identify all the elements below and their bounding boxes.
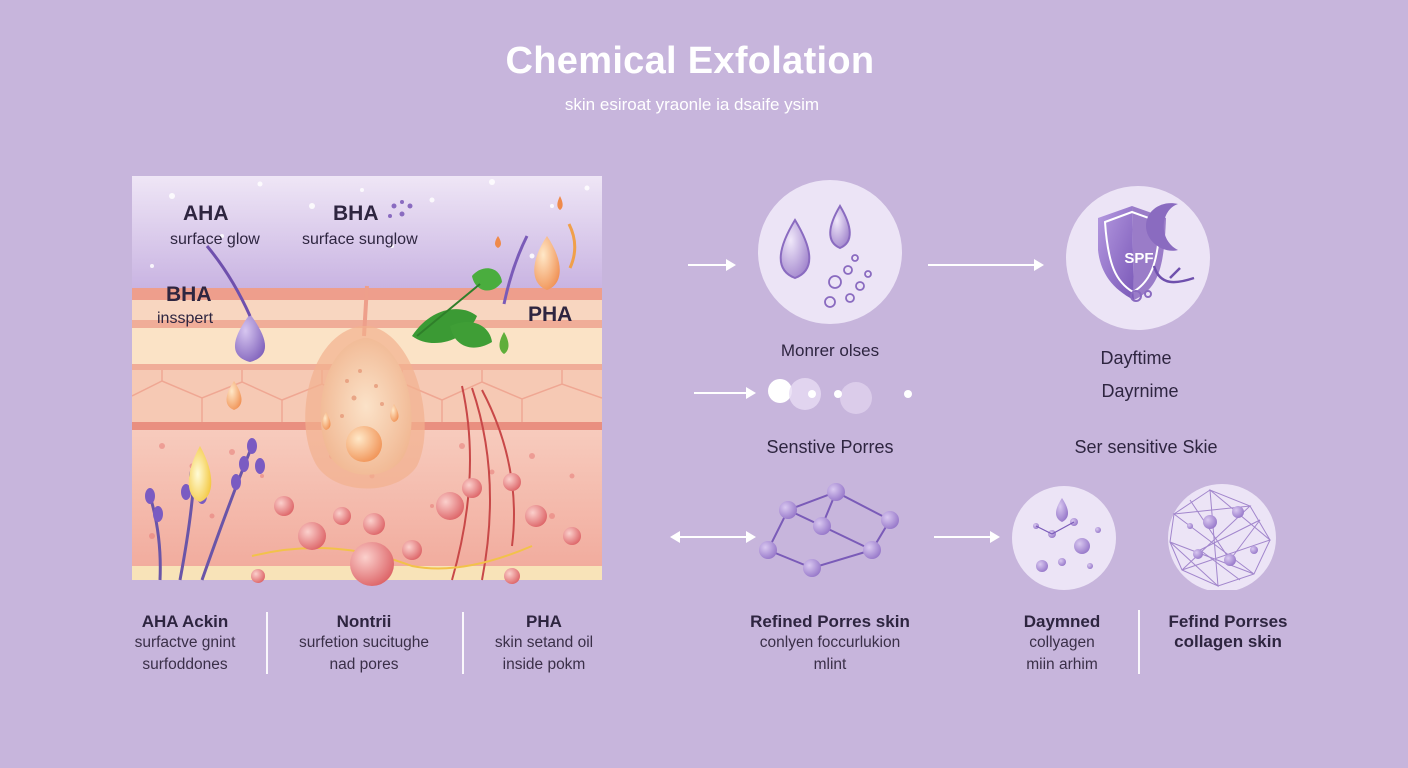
caption-refined-head: Refined Porres skin: [750, 612, 910, 631]
caption-aha: AHA Ackin surfactve gnint surfoddones: [120, 612, 250, 676]
divider: [462, 612, 464, 674]
caption-pha-line-2: inside pokm: [502, 656, 586, 673]
pha-label: PHA: [528, 303, 573, 326]
caption-aha-line-1: surfactve gnint: [134, 634, 236, 651]
page-subtitle: skin esiroat yraonle ia dsaife ysim: [564, 95, 820, 114]
caption-nontrii-head: Nontrii: [336, 612, 392, 631]
caption-monrer-olses: Monrer olses: [780, 341, 880, 360]
caption-pha-head: PHA: [526, 612, 562, 631]
caption-pha-line-1: skin setand oil: [494, 634, 594, 651]
caption-fefind: Fefind Porrses collagen skin: [1150, 612, 1306, 652]
caption-daymed-head: Daymned: [1023, 612, 1101, 631]
caption-nontrii-line-1: surfetion sucitughe: [298, 634, 430, 651]
aha-sub-label: surface glow: [170, 231, 260, 248]
caption-daymed-line-2: miin arhim: [1026, 656, 1098, 673]
caption-refined-line-2: mlint: [813, 656, 847, 673]
caption-refined: Refined Porres skin conlyen foccurlukion…: [720, 612, 940, 676]
divider: [266, 612, 268, 674]
caption-fefind-head: Fefind Porrses: [1168, 612, 1288, 631]
bha-left-sub-label: insspert: [157, 310, 214, 327]
caption-daymed-line-1: collyagen: [1029, 634, 1095, 651]
sensitive-skin-label: Ser sensitive Skie: [1074, 437, 1218, 457]
daytime-label-1: Dayftime: [1100, 348, 1172, 368]
caption-refined-line-1: conlyen foccurlukion: [759, 634, 901, 651]
bha-top-sub-label: surface sunglow: [302, 231, 418, 248]
bha-top-label: BHA: [333, 202, 379, 225]
caption-daymed: Daymned collyagen miin arhim: [1002, 612, 1122, 676]
page-title: Chemical Exfolation: [505, 40, 875, 82]
skin-cross-section: [132, 176, 602, 586]
caption-nontrii: Nontrii surfetion sucitughe nad pores: [288, 612, 440, 676]
spf-label: SPF: [1124, 250, 1154, 267]
caption-pha: PHA skin setand oil inside pokm: [484, 612, 604, 676]
bha-left-label: BHA: [166, 283, 212, 306]
caption-aha-head: AHA Ackin: [141, 612, 229, 631]
daytime-label-2: Dayrnime: [1101, 381, 1179, 401]
caption-aha-line-2: surfoddones: [142, 656, 228, 673]
caption-nontrii-line-2: nad pores: [329, 656, 399, 673]
process-diagram: [670, 180, 1276, 590]
sensitive-pores-label: Senstive Porres: [766, 437, 894, 457]
divider: [1138, 610, 1140, 674]
caption-fefind-line-1: collagen skin: [1174, 632, 1282, 651]
aha-label: AHA: [183, 202, 229, 225]
